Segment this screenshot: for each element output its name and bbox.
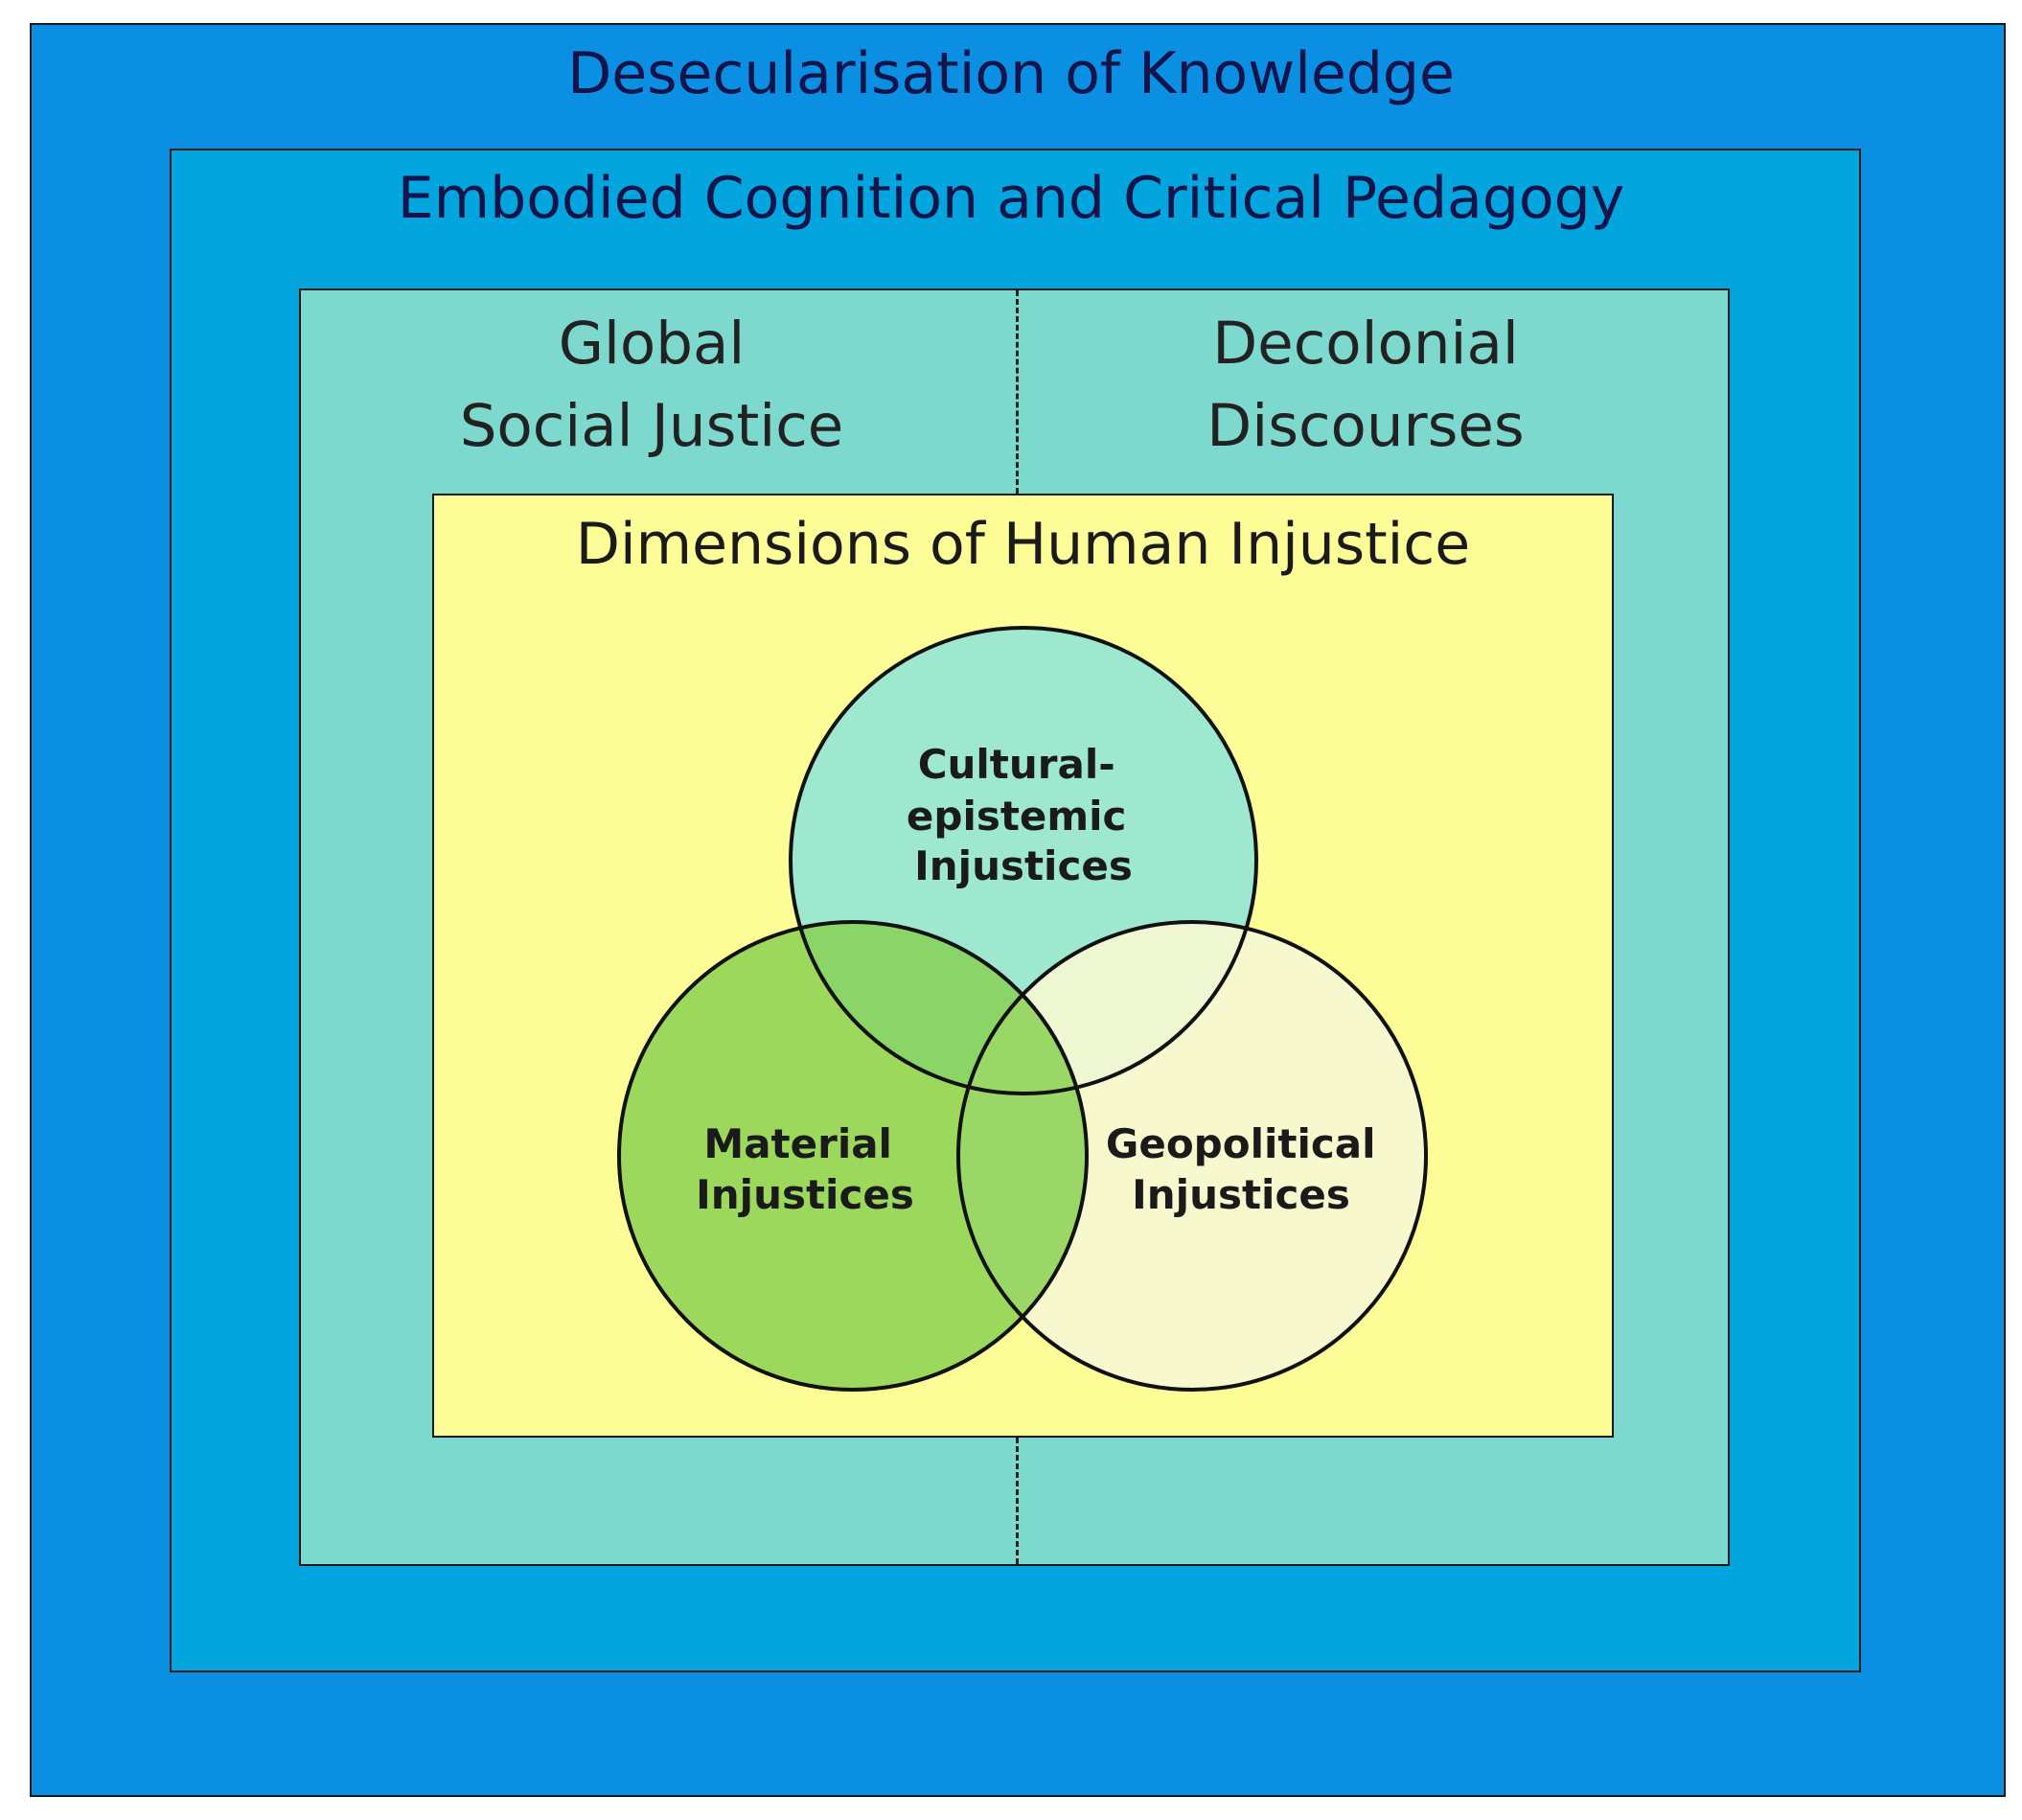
geopolitical-injustices-line2: Injustices [1132,1171,1350,1218]
global-social-justice-label: Global Social Justice [364,303,939,468]
outer-frame-title: Desecularisation of Knowledge [567,40,1455,107]
material-injustices-label: Material Injustices [696,1120,914,1218]
material-injustices-line1: Material [703,1120,892,1167]
dashed-divider-top [1016,290,1019,494]
cultural-epistemic-line3: Injustices [914,842,1133,889]
venn-circle-material [619,922,1087,1390]
cultural-epistemic-line1: Cultural- [918,741,1115,788]
core-frame-title: Dimensions of Human Injustice [575,511,1471,578]
dashed-divider-bottom [1016,1438,1019,1564]
decolonial-discourses-label: Decolonial Discourses [1078,303,1653,468]
cultural-epistemic-label: Cultural- epistemic Injustices [907,741,1140,889]
decolonial-discourses-line1: Decolonial [1212,310,1519,378]
geopolitical-injustices-label: Geopolitical Injustices [1106,1120,1390,1218]
venn-circle-geopolitical [958,922,1426,1390]
venn-outline-material [617,920,1089,1392]
material-injustices-line2: Injustices [696,1171,914,1218]
cultural-epistemic-line2: epistemic [907,793,1127,840]
venn-outline-cultural-epistemic [789,626,1258,1095]
global-social-justice-line2: Social Justice [459,392,844,460]
global-social-justice-line1: Global [558,310,746,378]
middle-frame-title: Embodied Cognition and Critical Pedagogy [397,165,1625,232]
decolonial-discourses-line2: Discourses [1206,392,1525,460]
geopolitical-injustices-line1: Geopolitical [1106,1120,1376,1167]
venn-outline-geopolitical [956,920,1428,1392]
